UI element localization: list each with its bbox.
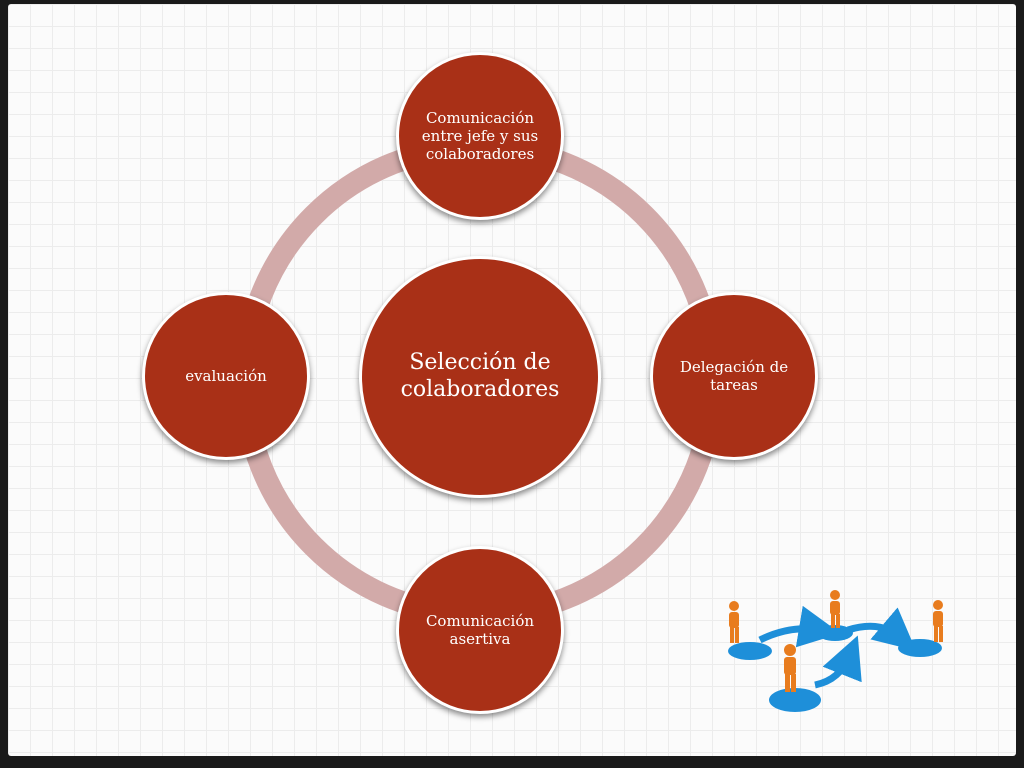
node-bottom-label: Comunicación asertiva: [425, 611, 535, 648]
node-evaluation: evaluación: [142, 292, 310, 460]
node-center-selection: Selección de colaboradores: [359, 256, 601, 498]
node-left-label: evaluación: [185, 366, 267, 385]
node-right-label: Delegación de tareas: [679, 357, 789, 394]
node-assertive-communication: Comunicación asertiva: [396, 546, 564, 714]
node-task-delegation: Delegación de tareas: [650, 292, 818, 460]
node-communication-boss: Comunicación entre jefe y sus colaborado…: [396, 52, 564, 220]
center-label: Selección de colaboradores: [400, 350, 560, 402]
people-network-icon: [728, 590, 943, 712]
node-top-label: Comunicación entre jefe y sus colaborado…: [421, 108, 539, 164]
